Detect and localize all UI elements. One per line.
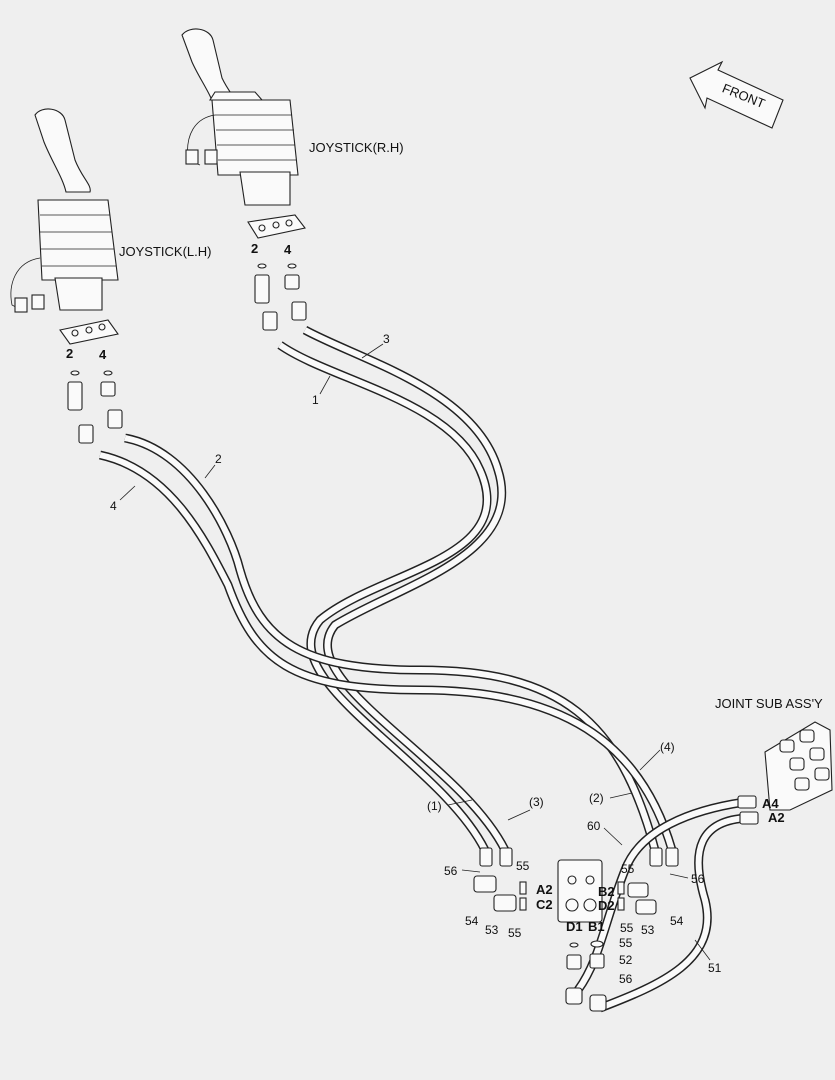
joystick-lh-title: JOYSTICK(L.H)	[119, 244, 211, 259]
callout: 55	[621, 862, 635, 876]
callout: 52	[619, 953, 633, 967]
callout: 55	[508, 926, 522, 940]
port-label: 2	[66, 346, 73, 361]
callout: 55	[516, 859, 530, 873]
joystick-lh	[10, 108, 123, 444]
callout: 56	[691, 872, 705, 886]
callout: 1	[312, 393, 319, 407]
port-label: B1	[588, 919, 605, 934]
port-label: 4	[284, 242, 292, 257]
callout: (4)	[660, 740, 675, 754]
port-label: D1	[566, 919, 583, 934]
port-label: A2	[536, 882, 553, 897]
callout: (3)	[529, 795, 544, 809]
callout: 4	[110, 499, 117, 513]
joint-sub-assy-title: JOINT SUB ASS'Y	[715, 696, 823, 711]
callout: 53	[485, 923, 499, 937]
port-label: A4	[762, 796, 779, 811]
callout: 54	[465, 914, 479, 928]
callout: 53	[641, 923, 655, 937]
valve-block-assembly	[473, 847, 679, 1012]
port-label: 2	[251, 241, 258, 256]
callout: 51	[708, 961, 722, 975]
joint-sub-assembly	[737, 721, 833, 825]
port-label: 4	[99, 347, 107, 362]
callout: 55	[619, 936, 633, 950]
leader-lines	[119, 343, 711, 961]
callout: 54	[670, 914, 684, 928]
callout: 55	[620, 921, 634, 935]
callout: 3	[383, 332, 390, 346]
callout: 2	[215, 452, 222, 466]
port-label: B2	[598, 884, 615, 899]
hose-group	[99, 326, 749, 1013]
callout: (2)	[589, 791, 604, 805]
callout: 60	[587, 819, 601, 833]
callout: (1)	[427, 799, 442, 813]
callout: 56	[619, 972, 633, 986]
callout: 56	[444, 864, 458, 878]
port-label: A2	[768, 810, 785, 825]
joystick-rh	[181, 28, 307, 331]
front-arrow: FRONT	[689, 60, 784, 129]
port-label: D2	[598, 898, 615, 913]
joystick-rh-title: JOYSTICK(R.H)	[309, 140, 404, 155]
port-label: C2	[536, 897, 553, 912]
